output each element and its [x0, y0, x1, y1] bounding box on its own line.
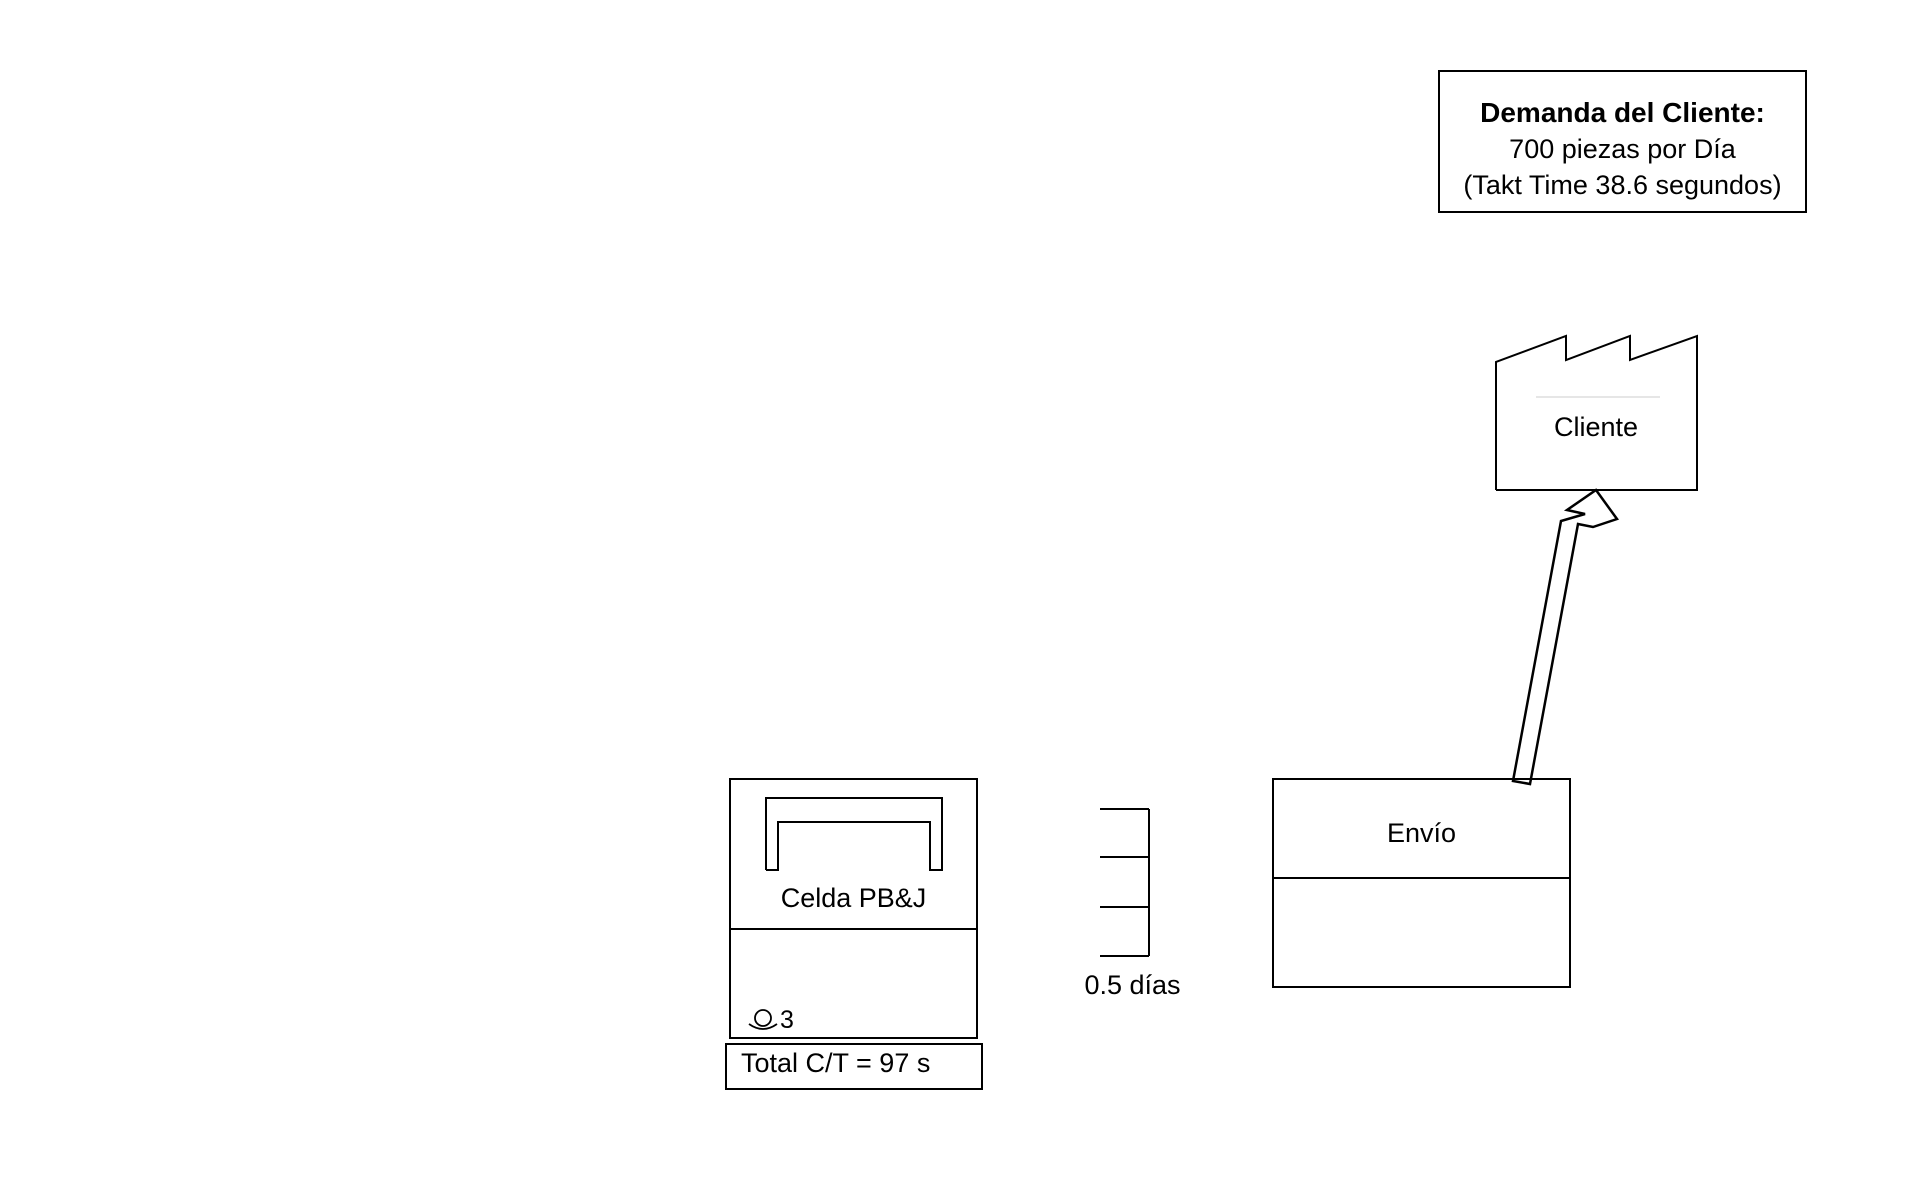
demand-takt-time: (Takt Time 38.6 segundos) — [1463, 170, 1782, 200]
demand-quantity: 700 piezas por Día — [1509, 134, 1736, 164]
process-box — [729, 778, 978, 1039]
cycle-time-box — [725, 1043, 983, 1090]
inventory-stack-icon — [1100, 808, 1150, 957]
demand-title: Demanda del Cliente: — [1480, 97, 1765, 128]
process-label: Celda PB&J — [780, 883, 927, 913]
operator-count: 3 — [780, 1006, 794, 1034]
shipping-box — [1272, 778, 1571, 988]
factory-icon — [1495, 334, 1698, 491]
operator-icon — [748, 1009, 778, 1030]
inventory-label: 0.5 días — [1084, 970, 1181, 1000]
cycle-time-label: Total C/T = 97 s — [741, 1048, 931, 1078]
shipping-label: Envío — [1386, 818, 1457, 848]
customer-label: Cliente — [1553, 412, 1639, 442]
push-arrow-icon — [1511, 488, 1620, 786]
customer-demand-box: Demanda del Cliente: 700 piezas por Día … — [1438, 70, 1807, 213]
process-bracket-icon — [765, 797, 943, 871]
